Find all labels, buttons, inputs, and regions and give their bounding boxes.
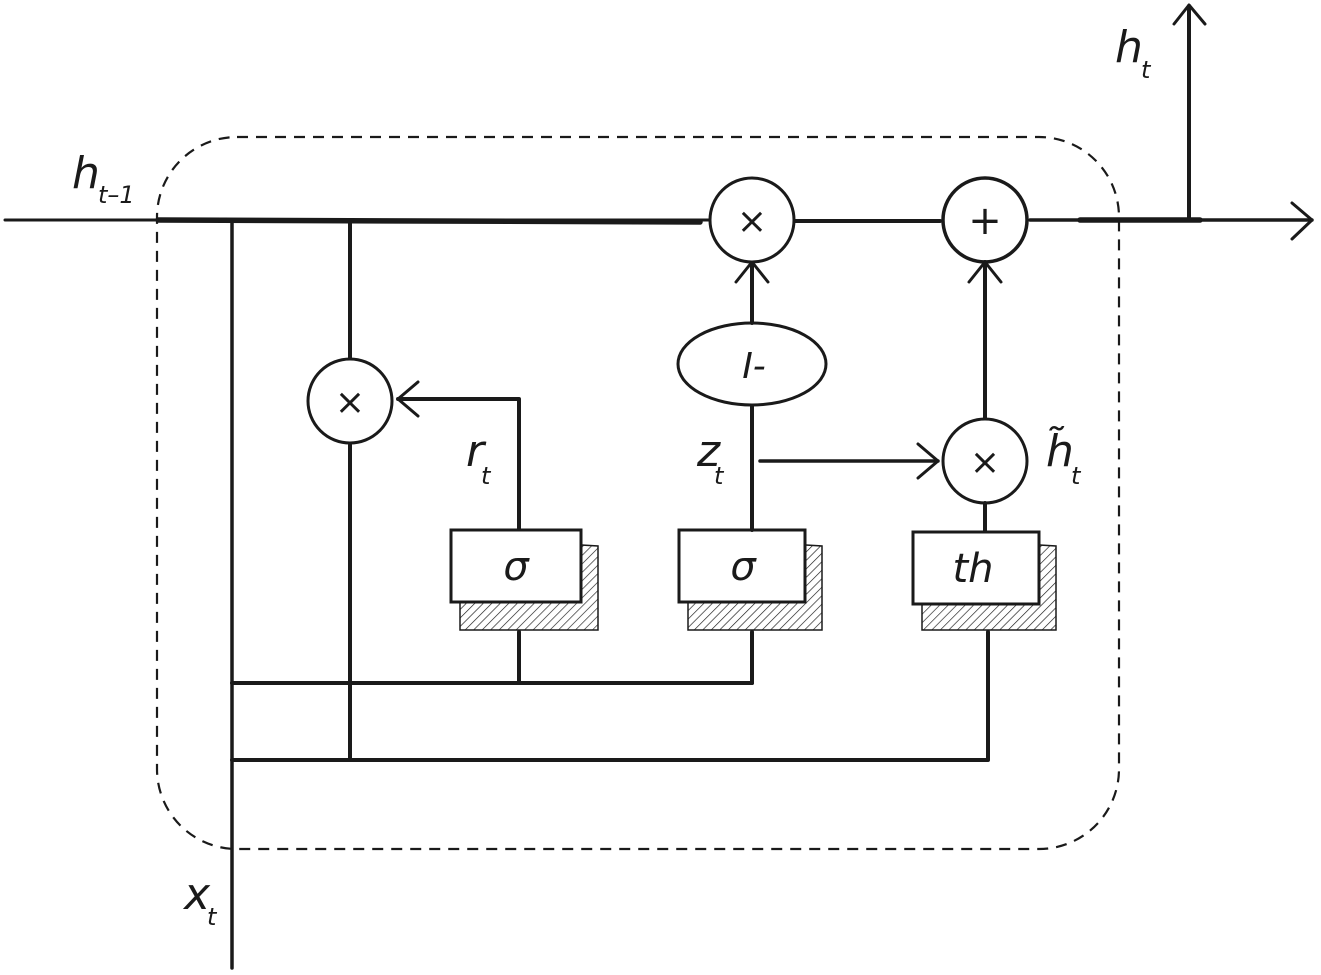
svg-text:z: z <box>696 426 721 477</box>
update-gate-symbol: σ <box>730 544 757 590</box>
bus-line-lower <box>230 630 990 762</box>
output-arrow-up <box>1172 3 1207 220</box>
top-multiply-node: × <box>708 176 796 264</box>
label-update: z t <box>696 426 725 490</box>
svg-text:t: t <box>1141 56 1152 84</box>
output-arrowhead-right <box>1290 201 1314 241</box>
svg-text:h̃: h̃ <box>1046 424 1074 477</box>
top-multiply-symbol: × <box>737 201 767 242</box>
svg-text:t: t <box>714 462 725 490</box>
candidate-to-add-arrow <box>967 260 1003 420</box>
svg-text:h: h <box>72 148 100 199</box>
svg-text:r: r <box>466 426 487 477</box>
label-x-in: x t <box>182 869 218 931</box>
label-h-out: h t <box>1115 22 1152 84</box>
cell-boundary <box>155 135 1121 851</box>
svg-text:t: t <box>1071 462 1082 490</box>
one-minus-to-multiply-arrow <box>734 260 770 325</box>
reset-multiply-symbol: × <box>335 382 365 423</box>
label-reset: r t <box>466 426 492 490</box>
svg-text:t: t <box>207 903 218 931</box>
svg-text:t: t <box>481 462 492 490</box>
candidate-multiply-node: × <box>941 417 1029 505</box>
add-node: + <box>941 176 1029 264</box>
candidate-multiply-symbol: × <box>970 442 1000 483</box>
tanh-layer: th <box>911 530 1057 631</box>
label-candidate: h̃ t <box>1046 424 1082 490</box>
reset-multiply-node: × <box>306 357 394 445</box>
label-h-prev: h t–1 <box>72 148 135 209</box>
add-symbol: + <box>968 198 1002 244</box>
one-minus-node: I- <box>676 321 828 407</box>
update-to-candidate-arrow <box>758 442 940 480</box>
hidden-state-line <box>3 201 1314 241</box>
one-minus-symbol: I- <box>742 346 766 387</box>
svg-text:h: h <box>1115 22 1143 73</box>
tanh-layer-symbol: th <box>952 546 993 592</box>
svg-text:t–1: t–1 <box>98 181 135 209</box>
reset-gate: σ <box>449 528 599 631</box>
reset-signal-arrow <box>396 380 521 532</box>
svg-text:x: x <box>182 869 211 920</box>
reset-gate-symbol: σ <box>503 544 530 590</box>
update-gate: σ <box>677 528 823 631</box>
